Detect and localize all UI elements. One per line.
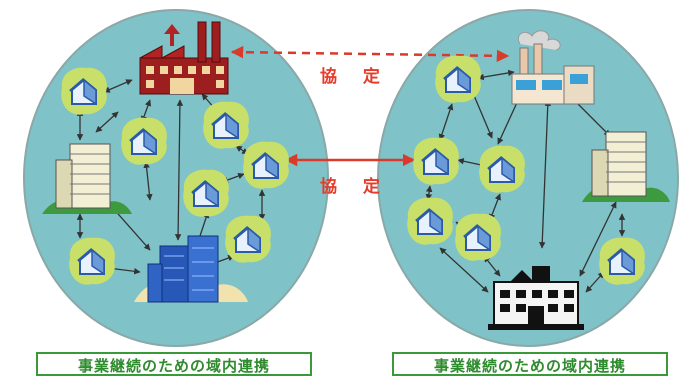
agreement-arrow-top bbox=[230, 45, 510, 63]
apartment-building-icon bbox=[582, 131, 670, 202]
house-icon bbox=[223, 214, 273, 264]
right-area-caption: 事業継続のための域内連携 bbox=[392, 352, 668, 376]
agreement-label-middle: 協 定 bbox=[320, 177, 390, 197]
house-icon bbox=[411, 136, 461, 186]
left-links bbox=[76, 79, 266, 275]
house-icon bbox=[405, 196, 455, 246]
office-building-icon bbox=[134, 235, 248, 303]
house-icon bbox=[241, 140, 291, 190]
house-icon bbox=[59, 66, 109, 116]
house-icon bbox=[181, 168, 231, 218]
agreement-label-top: 協 定 bbox=[320, 67, 390, 87]
house-icon bbox=[453, 212, 503, 262]
apartment-building-icon bbox=[42, 143, 132, 214]
left-area-caption: 事業継続のための域内連携 bbox=[36, 352, 312, 376]
factory-icon bbox=[139, 21, 229, 95]
house-icon bbox=[597, 236, 647, 286]
house-icon bbox=[477, 144, 527, 194]
house-icon bbox=[67, 236, 117, 286]
house-icon bbox=[119, 116, 169, 166]
factory-icon bbox=[511, 30, 595, 105]
hospital-building-icon bbox=[488, 266, 584, 330]
house-icon bbox=[201, 100, 251, 150]
house-icon bbox=[433, 54, 483, 104]
